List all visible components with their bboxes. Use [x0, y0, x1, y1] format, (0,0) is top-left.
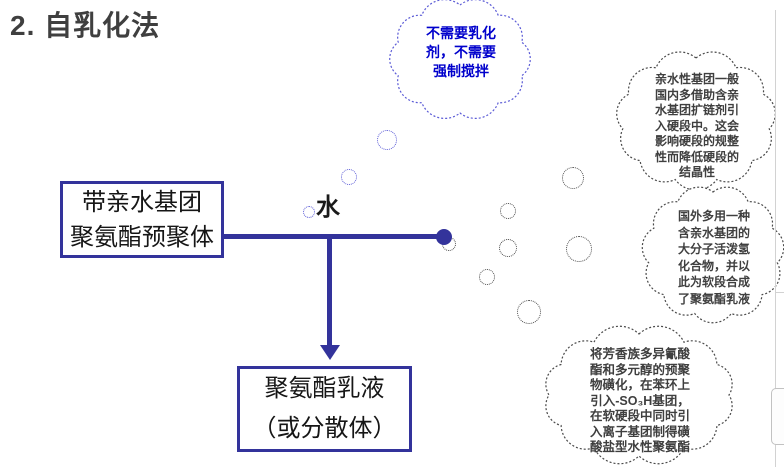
scrollbar-thumb[interactable] [771, 388, 784, 445]
prepolymer-box[interactable]: 带亲水基团 聚氨酯预聚体 [60, 181, 224, 258]
emulsion-box[interactable]: 聚氨酯乳液 （或分散体） [237, 366, 412, 452]
note-cloud-hydrophilic-groups-text: 亲水性基团一般 国内多借助含亲 水基团扩链剂引 入硬段中。这会 影响硬段的规整 … [654, 72, 739, 179]
note-cloud-sulfonation-text: 将芳香族多异氰酸 酯和多元醇的预聚 物磺化，在苯环上 引入-SO₃H基团， 在软… [589, 347, 690, 454]
bubble-icon [500, 203, 516, 219]
thought-trail-bubble-icon [341, 169, 357, 185]
bubble-icon [499, 239, 517, 257]
scrollbar-divider [776, 292, 784, 293]
bubble-icon [517, 300, 541, 324]
note-cloud-sulfonation[interactable] [544, 325, 734, 465]
bubble-icon [562, 167, 584, 189]
page-title[interactable]: 2. 自乳化法 [10, 10, 161, 41]
note-cloud-foreign-method-text: 国外多用一种 含亲水基团的 大分子活泼氢 化合物，并以 此为软段合成 了聚氨酯乳… [677, 209, 750, 306]
water-label[interactable]: 水 [316, 194, 340, 221]
arrow-down-icon [320, 345, 340, 360]
flow-line-vertical [327, 236, 332, 346]
thought-trail-bubble-icon [377, 130, 397, 150]
scrollbar-track[interactable] [775, 10, 776, 467]
thought-cloud-no-emulsifier-text: 不需要乳化 剂，不需要 强制搅拌 [426, 25, 496, 79]
thought-cloud-no-emulsifier[interactable] [389, 0, 531, 119]
flow-line-horizontal [222, 234, 446, 239]
bubble-icon [566, 236, 592, 262]
thought-trail-bubble-icon [303, 206, 315, 218]
bubble-icon [479, 269, 495, 285]
connector-dot-icon [436, 229, 452, 245]
note-cloud-foreign-method[interactable] [641, 186, 784, 324]
